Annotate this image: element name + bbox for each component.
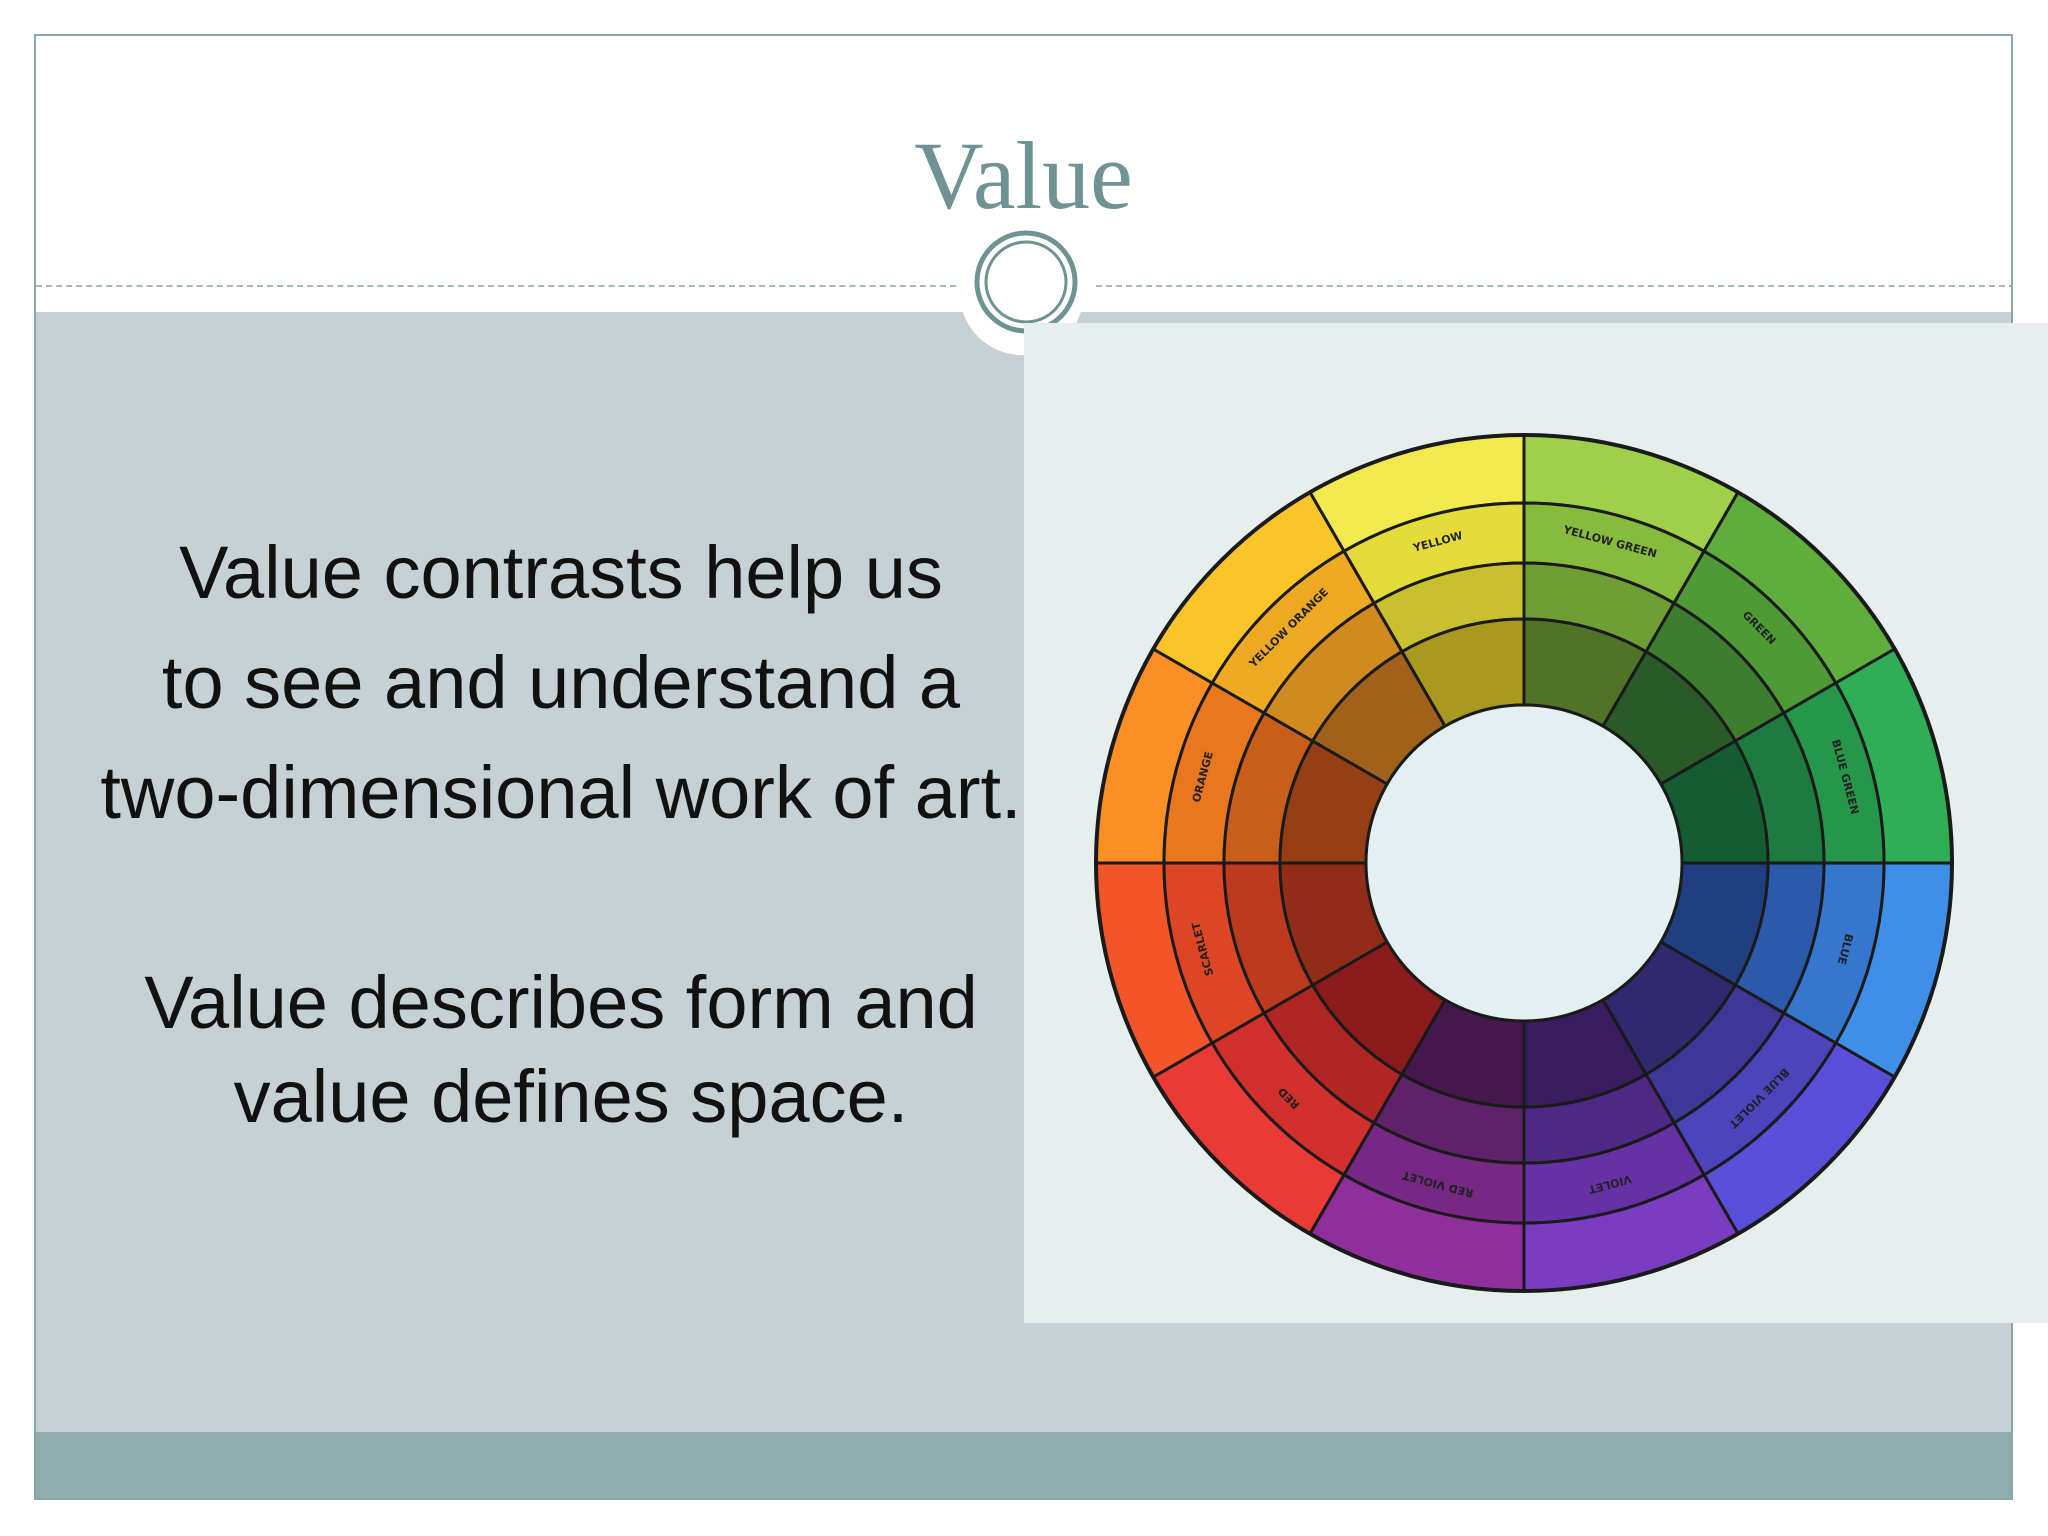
paragraph-value-contrasts: Value contrasts help us to see and under…: [56, 518, 1066, 848]
wheel-center: [1364, 703, 1684, 1023]
paragraph1-line: to see and understand a: [161, 641, 961, 724]
paragraph-value-describes: Value describes form and value defines s…: [56, 956, 1066, 1144]
title-divider-right: [1096, 285, 2011, 287]
paragraph1-line: two-dimensional work of art.: [100, 751, 1022, 834]
wheel-rim: [1094, 433, 1954, 1293]
slide-title: Value: [914, 122, 1133, 229]
paragraph1-line: Value contrasts help us: [179, 531, 943, 614]
title-divider-left: [36, 285, 956, 287]
circle-ornament-icon: [974, 230, 1078, 334]
paragraph2-line: value defines space.: [233, 1055, 909, 1138]
bottom-band: [36, 1432, 2011, 1498]
paragraph2-line: Value describes form and: [144, 961, 978, 1044]
